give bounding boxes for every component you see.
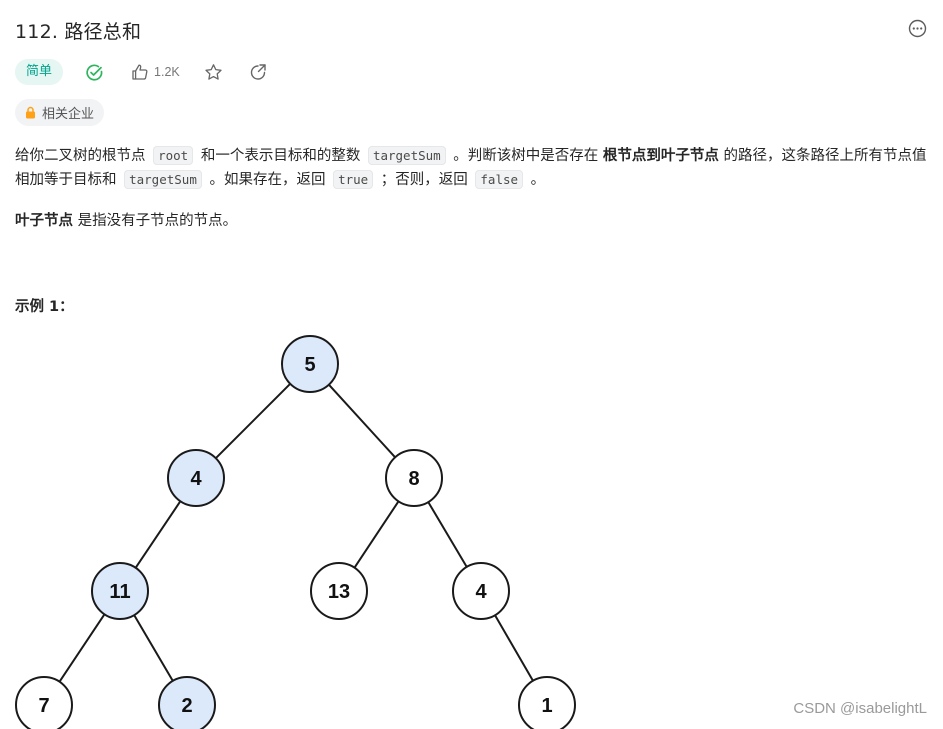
tree-edge (328, 384, 396, 458)
meta-row: 简单 1.2K (15, 59, 267, 85)
tree-node: 4 (452, 562, 510, 620)
share-icon (250, 64, 266, 80)
tree-edge (133, 614, 174, 682)
desc-text: 给你二叉树的根节点 (15, 148, 146, 164)
code-true: true (333, 170, 374, 189)
tree-node-label: 7 (38, 695, 49, 717)
code-targetsum: targetSum (367, 146, 446, 165)
description-paragraph: 给你二叉树的根节点 root 和一个表示目标和的整数 targetSum 。判断… (15, 144, 935, 192)
desc-text: 是指没有子节点的节点。 (77, 213, 238, 229)
desc-text: 的路径，这条路径上所有节点值相加等于目标和 (15, 148, 927, 188)
desc-text: 。如果存在，返回 (209, 172, 326, 188)
tree-node-label: 13 (328, 581, 350, 603)
tree-node: 2 (158, 676, 216, 729)
more-options-button[interactable] (908, 19, 927, 38)
tree-node-circle (385, 449, 443, 507)
tree-edge (58, 613, 106, 683)
tree-node-label: 8 (408, 468, 419, 490)
difficulty-badge[interactable]: 简单 (15, 59, 64, 85)
tree-node: 1 (518, 676, 576, 729)
desc-bold: 根节点到叶子节点 (602, 148, 719, 164)
related-companies-label: 相关企业 (42, 107, 95, 122)
tree-node-label: 4 (190, 468, 202, 490)
tree-node-circle (310, 562, 368, 620)
tree-node-label: 11 (109, 581, 130, 603)
like-button[interactable]: 1.2K (131, 63, 180, 81)
tree-node: 5 (281, 335, 339, 393)
check-circle-icon (86, 64, 103, 81)
tree-node: 11 (91, 562, 149, 620)
tree-node-label: 5 (304, 354, 315, 376)
tree-node-label: 1 (541, 695, 552, 717)
tree-edge (134, 500, 182, 569)
related-companies-tag[interactable]: 相关企业 (15, 99, 105, 126)
problem-title: 112. 路径总和 (15, 21, 142, 43)
tree-node-circle (167, 449, 225, 507)
tree-node: 7 (15, 676, 73, 729)
example-title: 示例 1： (15, 299, 74, 315)
code-false: false (475, 170, 524, 189)
desc-bold: 叶子节点 (15, 213, 73, 229)
desc-text: 和一个表示目标和的整数 (200, 148, 361, 164)
favorite-button[interactable] (204, 63, 223, 82)
tree-node-circle (15, 676, 73, 729)
share-button[interactable] (249, 63, 267, 81)
tree-edge (427, 501, 468, 568)
like-count: 1.2K (154, 65, 180, 79)
watermark: CSDN @isabelightL (793, 700, 927, 717)
lock-icon (26, 106, 35, 119)
binary-tree-diagram: 5 4 8 11 13 4 7 2 1 (15, 335, 576, 729)
leaf-definition-paragraph: 叶子节点 是指没有子节点的节点。 (15, 209, 935, 233)
code-targetsum: targetSum (124, 170, 202, 189)
tree-node: 4 (167, 449, 225, 507)
desc-text: ；否则，返回 (380, 172, 468, 188)
thumbs-up-icon (132, 64, 148, 80)
tree-edge (215, 383, 291, 459)
tree-node-circle (281, 335, 339, 393)
solved-status (85, 63, 104, 82)
tree-node-circle (452, 562, 510, 620)
desc-text: 。判断该树中是否存在 (453, 148, 599, 164)
desc-text: 。 (530, 172, 546, 188)
tree-node-circle (91, 562, 149, 620)
tree-node-circle (158, 676, 216, 729)
more-icon (908, 19, 927, 38)
tree-node: 8 (385, 449, 443, 507)
tree-node: 13 (310, 562, 368, 620)
tree-edge (353, 500, 400, 569)
tree-node-label: 4 (475, 581, 487, 603)
code-root: root (153, 146, 194, 165)
tree-node-circle (518, 676, 576, 729)
tree-node-label: 2 (181, 695, 192, 717)
star-icon (205, 63, 222, 80)
tree-edge (494, 614, 534, 682)
